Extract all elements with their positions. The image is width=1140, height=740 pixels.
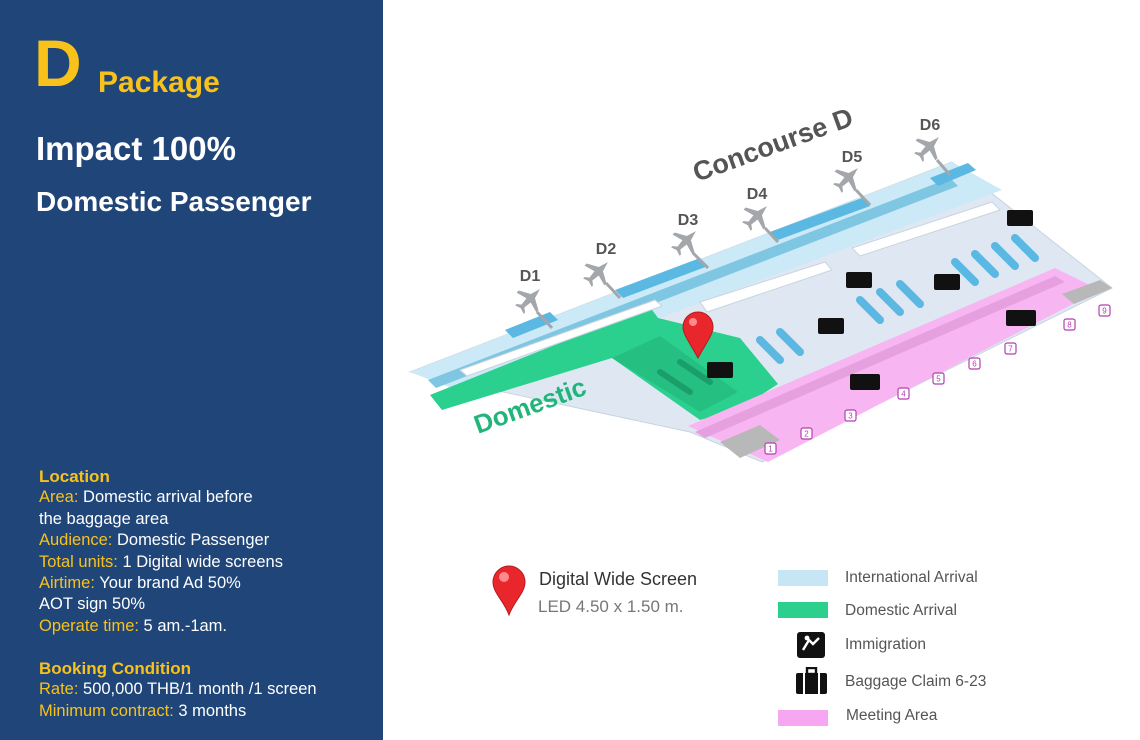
min-contract-value: 3 months [173, 701, 247, 720]
belt-7: 7 [1008, 345, 1013, 354]
operate-line: Operate time: 5 am.-1am. [39, 616, 374, 637]
belt-9: 9 [1102, 307, 1107, 316]
belt-6: 6 [972, 360, 977, 369]
gate-d5: D5 [842, 149, 863, 166]
rate-value: 500,000 THB/1 month /1 screen [78, 680, 317, 699]
belt-8: 8 [1067, 321, 1072, 330]
legend-domestic: Domestic Arrival [845, 602, 957, 619]
airtime-line-2: AOT sign 50% [39, 595, 146, 614]
area-line-2: the baggage area [39, 509, 169, 528]
screen-legend-marker [492, 565, 526, 617]
legend-swatch-meeting [778, 710, 828, 726]
legend-immigration-icon [797, 632, 825, 658]
gate-d1: D1 [520, 268, 541, 285]
meeting-sign-icon [850, 310, 1036, 390]
legend-meeting: Meeting Area [846, 707, 938, 724]
airtime-line: Airtime: Your brand Ad 50% [39, 573, 374, 594]
airtime-label: Airtime: [39, 574, 95, 593]
gate-d6: D6 [920, 117, 941, 134]
location-block: Location Area: Domestic arrival before t… [39, 466, 374, 637]
rate-label: Rate: [39, 680, 79, 699]
area-label: Area: [39, 488, 79, 507]
belt-2: 2 [804, 430, 809, 439]
exit-blocks [720, 280, 1112, 458]
airtime-value: Your brand Ad 50% [94, 574, 241, 593]
audience-line: Audience: Domestic Passenger [39, 530, 374, 551]
units-label: Total units: [39, 552, 118, 571]
audience-label: Audience: [39, 531, 113, 550]
units-value: 1 Digital wide screens [117, 552, 283, 571]
belt-3: 3 [848, 412, 853, 421]
audience-value: Domestic Passenger [112, 531, 270, 550]
screen-location-marker [682, 311, 714, 360]
min-contract-line: Minimum contract: 3 months [39, 701, 374, 722]
booking-heading: Booking Condition [39, 659, 192, 678]
gate-d4: D4 [747, 186, 768, 203]
package-word: Package [98, 66, 220, 99]
screen-legend-size: LED 4.50 x 1.50 m. [538, 597, 684, 616]
booking-block: Booking Condition Rate: 500,000 THB/1 mo… [39, 658, 374, 722]
plane-icon-d1 [509, 279, 550, 320]
gate-d3: D3 [678, 212, 699, 229]
baggage-belts [756, 234, 1039, 364]
audience-title: Domestic Passenger [36, 186, 312, 217]
gate-connectors [535, 159, 952, 330]
units-line: Total units: 1 Digital wide screens [39, 552, 374, 573]
screen-legend-title: Digital Wide Screen [539, 569, 698, 589]
info-panel: D Package Impact 100% Domestic Passenger… [0, 0, 383, 740]
legend-international: International Arrival [845, 569, 978, 586]
location-heading: Location [39, 467, 110, 486]
legend-baggage-icon [795, 666, 828, 695]
immigration-icon [846, 210, 1033, 288]
legend-baggage: Baggage Claim 6-23 [845, 673, 987, 690]
min-contract-label: Minimum contract: [39, 701, 174, 720]
legend-swatch-domestic [778, 602, 828, 618]
operate-label: Operate time: [39, 616, 139, 635]
concourse-label: Concourse D [689, 102, 857, 188]
legend-swatch-international [778, 570, 828, 586]
impact-title: Impact 100% [36, 130, 236, 167]
plane-icon-d2 [577, 252, 618, 293]
belt-markers [764, 304, 1111, 455]
area-value: Domestic arrival before [78, 488, 253, 507]
belt-5: 5 [936, 375, 941, 384]
operate-value: 5 am.-1am. [138, 616, 227, 635]
meeting-area [688, 268, 1100, 462]
belt-4: 4 [901, 390, 906, 399]
rate-line: Rate: 500,000 THB/1 month /1 screen [39, 679, 374, 700]
passages [459, 201, 1001, 377]
package-letter: D [34, 26, 82, 100]
legend-immigration: Immigration [845, 636, 926, 653]
area-line: Area: Domestic arrival before [39, 487, 374, 508]
gate-d2: D2 [596, 241, 617, 258]
terminal-map: 1 2 3 4 5 6 7 8 9 D1 D2 D3 D4 D5 D6 Conc… [408, 102, 1113, 463]
belt-1: 1 [768, 445, 773, 454]
baggage-icon [707, 274, 960, 378]
